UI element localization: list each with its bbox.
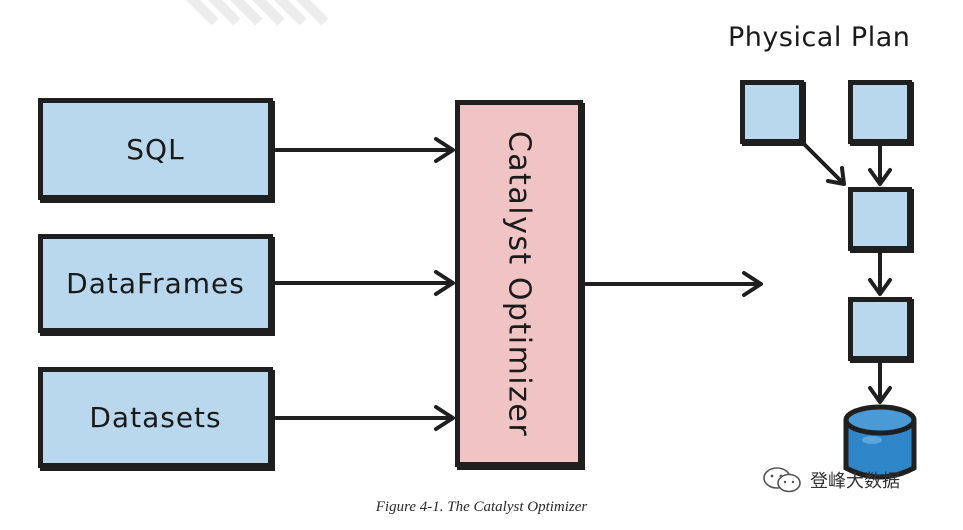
plan-node-top-right (848, 80, 912, 144)
dataframes-label: DataFrames (66, 267, 245, 300)
watermark-text: 登峰大数据 (810, 471, 900, 492)
plan-node-lower (848, 297, 912, 361)
catalyst-optimizer-box: Catalyst Optimizer (455, 100, 583, 467)
sql-label: SQL (126, 132, 185, 166)
watermark: 登峰大数据 (762, 466, 900, 494)
figure-caption: Figure 4-1. The Catalyst Optimizer (375, 499, 588, 515)
plan-node-middle (848, 187, 912, 251)
datasets-label: Datasets (89, 401, 222, 434)
arrow-topleft-to-middle (798, 138, 844, 184)
dataframes-box: DataFrames (38, 234, 273, 333)
datasets-box: Datasets (38, 367, 273, 468)
database-icon (843, 404, 917, 480)
physical-plan-title: Physical Plan (728, 22, 911, 53)
sql-box: SQL (38, 98, 273, 200)
plan-node-top-left (740, 80, 804, 144)
wechat-icon (763, 467, 801, 493)
